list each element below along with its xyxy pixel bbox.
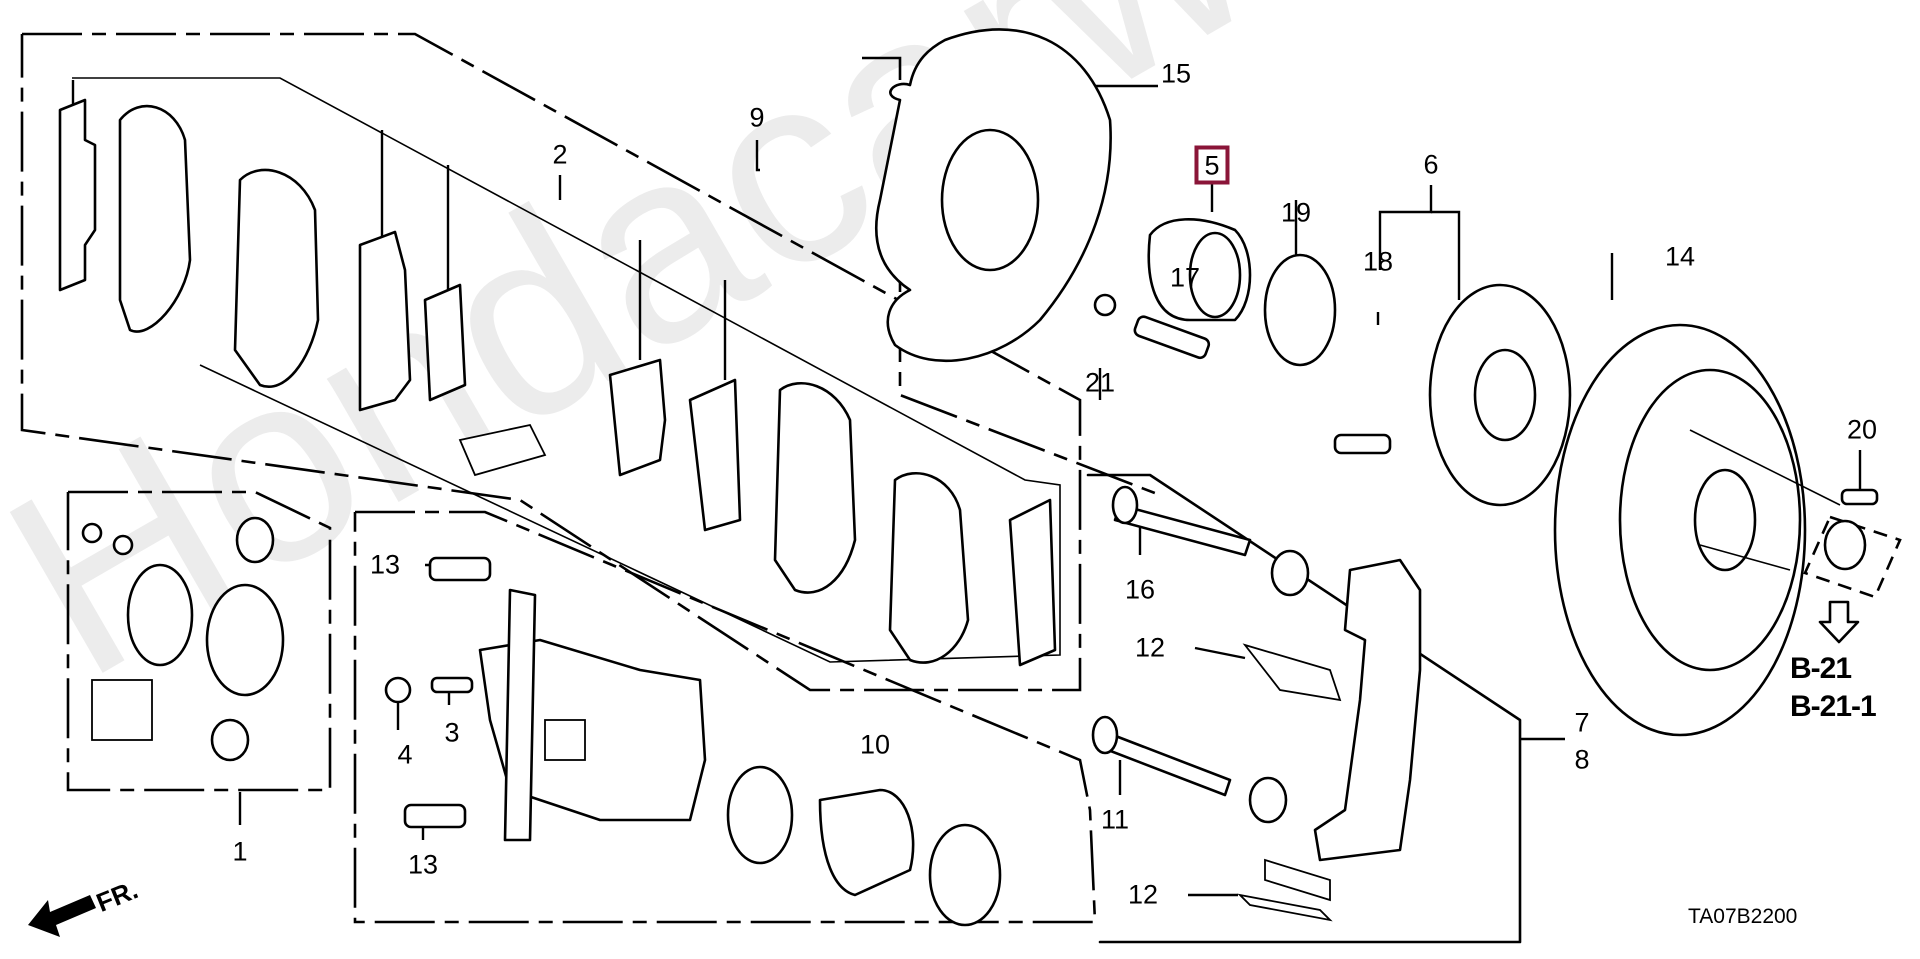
callout-17[interactable]: 17	[1169, 262, 1201, 293]
callout-8[interactable]: 8	[1574, 744, 1590, 775]
callout-21[interactable]: 21	[1084, 367, 1116, 398]
callout-13-upper[interactable]: 13	[369, 549, 401, 580]
callout-2[interactable]: 2	[552, 139, 568, 170]
callout-9[interactable]: 9	[749, 102, 765, 133]
pin-boot-upper	[1270, 549, 1310, 597]
snap-ring	[1263, 253, 1337, 367]
brake-pads	[58, 98, 1057, 667]
callout-15[interactable]: 15	[1160, 58, 1192, 89]
bleeder-cap	[384, 676, 412, 704]
splash-guard-bore	[940, 128, 1040, 272]
group-box-pads-outer	[20, 32, 1082, 692]
reference-label-b21[interactable]: B-21	[1790, 652, 1852, 685]
callout-19[interactable]: 19	[1280, 197, 1312, 228]
piston-boot	[928, 823, 1002, 927]
bolt-13-bottom	[403, 803, 467, 829]
callout-3[interactable]: 3	[444, 717, 460, 748]
callout-14[interactable]: 14	[1664, 241, 1696, 272]
piston-seal	[726, 765, 794, 865]
group-box-seal-kit	[66, 490, 332, 792]
callout-12-upper[interactable]: 12	[1134, 632, 1166, 663]
group-box-caliper	[353, 510, 1097, 924]
disc-screw	[1840, 488, 1879, 506]
drawing-code: TA07B2200	[1688, 905, 1798, 928]
pad-clip-upper	[1242, 643, 1342, 702]
callout-16[interactable]: 16	[1124, 574, 1156, 605]
bracket-bolt	[1133, 315, 1211, 360]
callout-1[interactable]: 1	[232, 836, 248, 867]
callout-7[interactable]: 7	[1574, 707, 1590, 738]
piston	[818, 788, 915, 897]
callout-11[interactable]: 11	[1100, 804, 1130, 835]
callout-13-lower[interactable]: 13	[407, 849, 439, 880]
group-box-nut	[1803, 515, 1902, 599]
bleeder-screw	[430, 676, 474, 694]
callout-12-lower[interactable]: 12	[1127, 879, 1159, 910]
caliper-body	[478, 588, 707, 842]
pad-clip-lower	[1237, 893, 1333, 922]
callout-20[interactable]: 20	[1846, 414, 1878, 445]
callout-6[interactable]: 6	[1423, 149, 1439, 180]
callout-5-highlighted[interactable]: 5	[1194, 145, 1230, 185]
pin-boot-lower	[1248, 776, 1288, 824]
group-box-bracket	[1086, 473, 1522, 944]
reference-arrow	[1818, 600, 1860, 644]
hub-nut	[1823, 519, 1867, 571]
bolt-13-top	[428, 556, 492, 582]
front-direction-arrow	[28, 895, 96, 937]
group-box-pads-inner	[72, 77, 1061, 663]
seal-kit-parts	[81, 516, 285, 762]
callout-10[interactable]: 10	[859, 729, 891, 760]
wheel-stud	[1333, 433, 1392, 455]
callout-18[interactable]: 18	[1362, 246, 1394, 277]
callout-4[interactable]: 4	[397, 739, 413, 770]
reference-label-b21-1[interactable]: B-21-1	[1790, 690, 1877, 723]
splash-guard-bolt	[1093, 293, 1117, 317]
caliper-bracket	[1313, 558, 1422, 862]
